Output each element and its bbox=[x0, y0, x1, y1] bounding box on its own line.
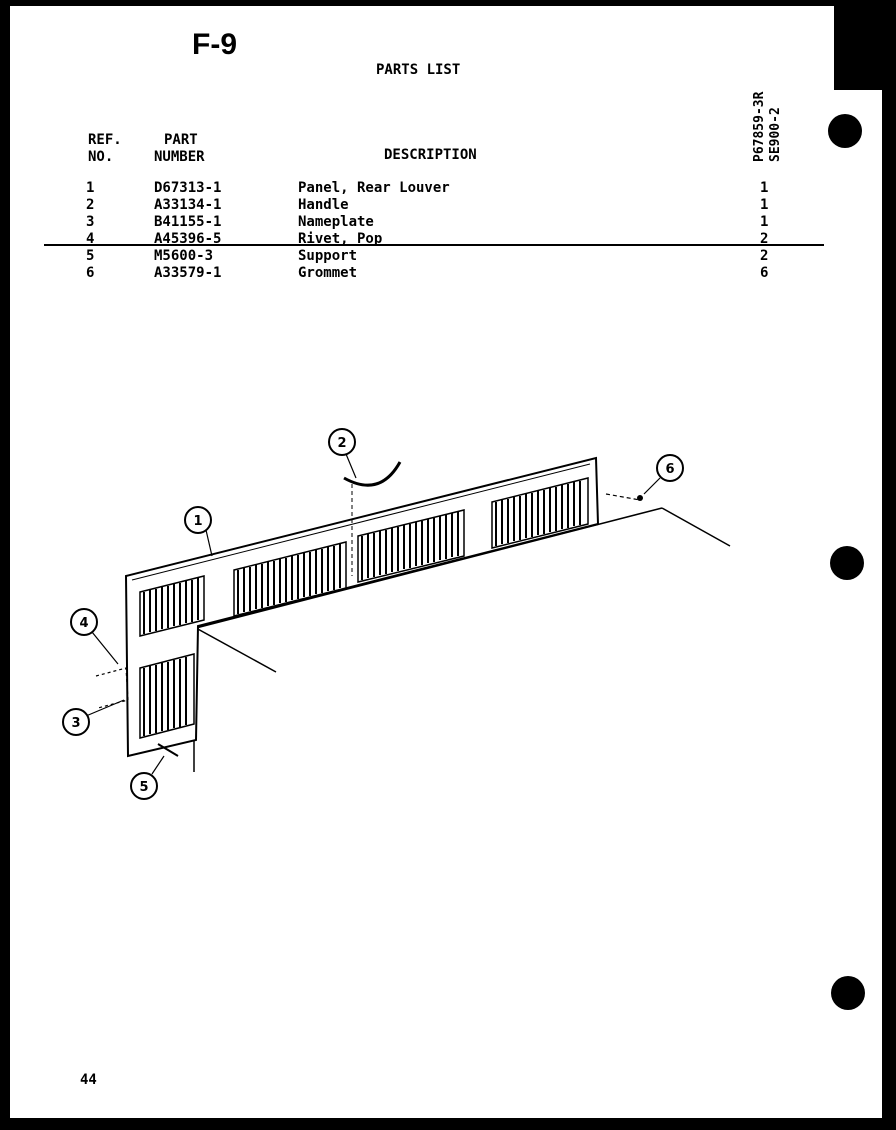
margin-mark bbox=[0, 388, 9, 402]
parts-list-heading: PARTS LIST bbox=[376, 62, 461, 78]
part-number: A33134-1 bbox=[154, 197, 222, 213]
scan-corner bbox=[834, 0, 896, 90]
part-number: A33579-1 bbox=[154, 265, 222, 281]
cabinet-front-edge bbox=[195, 627, 277, 673]
callout-4: 4 bbox=[70, 608, 98, 636]
svg-text:1: 1 bbox=[193, 514, 202, 529]
table-row: 5 M5600-3 Support 2 bbox=[0, 248, 860, 265]
binder-hole bbox=[831, 976, 865, 1010]
ref-no: 5 bbox=[86, 248, 95, 264]
table-row: 3 B41155-1 Nameplate 1 bbox=[0, 214, 860, 231]
quantity: 1 bbox=[760, 180, 769, 196]
ref-no: 1 bbox=[86, 180, 95, 196]
ref-no: 6 bbox=[86, 265, 95, 281]
description: Nameplate bbox=[298, 214, 374, 230]
support-part bbox=[157, 743, 179, 757]
callout-3: 3 bbox=[62, 708, 90, 736]
rear-louver-panel bbox=[124, 456, 600, 758]
part-number: M5600-3 bbox=[154, 248, 214, 264]
ref-no: 4 bbox=[86, 231, 95, 247]
callout-1: 1 bbox=[184, 506, 212, 534]
svg-text:6: 6 bbox=[665, 462, 674, 477]
quantity: 1 bbox=[760, 214, 769, 230]
svg-text:2: 2 bbox=[337, 436, 346, 451]
cabinet-side-edge bbox=[661, 507, 731, 547]
description: Handle bbox=[298, 197, 349, 213]
panel-inner-edge bbox=[131, 463, 591, 581]
svg-text:4: 4 bbox=[79, 616, 88, 631]
header-number: NUMBER bbox=[154, 149, 205, 165]
header-part: PART bbox=[164, 132, 198, 148]
header-no: NO. bbox=[88, 149, 114, 165]
svg-text:5: 5 bbox=[139, 780, 148, 795]
callout-6: 6 bbox=[656, 454, 684, 482]
table-row: 6 A33579-1 Grommet 6 bbox=[0, 265, 860, 282]
nameplate-part bbox=[95, 667, 129, 709]
louver-grille-3 bbox=[491, 477, 589, 549]
louver-grille-5 bbox=[139, 653, 195, 739]
table-row: 4 A45396-5 Rivet, Pop 2 bbox=[0, 231, 860, 248]
louver-grille-1 bbox=[233, 541, 347, 617]
callout-2: 2 bbox=[328, 428, 356, 456]
table-row: 1 D67313-1 Panel, Rear Louver 1 bbox=[0, 180, 860, 197]
page-title: F-9 bbox=[192, 28, 237, 61]
page-number: 44 bbox=[80, 1072, 97, 1088]
binder-hole bbox=[830, 546, 864, 580]
svg-text:3: 3 bbox=[71, 716, 80, 731]
description: Panel, Rear Louver bbox=[298, 180, 450, 196]
quantity: 2 bbox=[760, 231, 769, 247]
quantity: 2 bbox=[760, 248, 769, 264]
part-number: D67313-1 bbox=[154, 180, 222, 196]
description: Grommet bbox=[298, 265, 358, 281]
quantity: 6 bbox=[760, 265, 769, 281]
header-description: DESCRIPTION bbox=[384, 147, 477, 163]
handle-part bbox=[343, 461, 402, 487]
ref-no: 3 bbox=[86, 214, 95, 230]
louver-grille-2 bbox=[357, 509, 465, 583]
header-ref: REF. bbox=[88, 132, 122, 148]
louver-grille-4 bbox=[139, 575, 205, 637]
grommet-part bbox=[637, 495, 643, 501]
part-number: B41155-1 bbox=[154, 214, 222, 230]
part-number: A45396-5 bbox=[154, 231, 222, 247]
quantity: 1 bbox=[760, 197, 769, 213]
grommet-leader bbox=[605, 493, 641, 501]
description: Support bbox=[298, 248, 358, 264]
table-row: 2 A33134-1 Handle 1 bbox=[0, 197, 860, 214]
binder-hole bbox=[828, 114, 862, 148]
description: Rivet, Pop bbox=[298, 231, 383, 247]
callout-5: 5 bbox=[130, 772, 158, 800]
ref-no: 2 bbox=[86, 197, 95, 213]
divider-line bbox=[44, 244, 824, 246]
